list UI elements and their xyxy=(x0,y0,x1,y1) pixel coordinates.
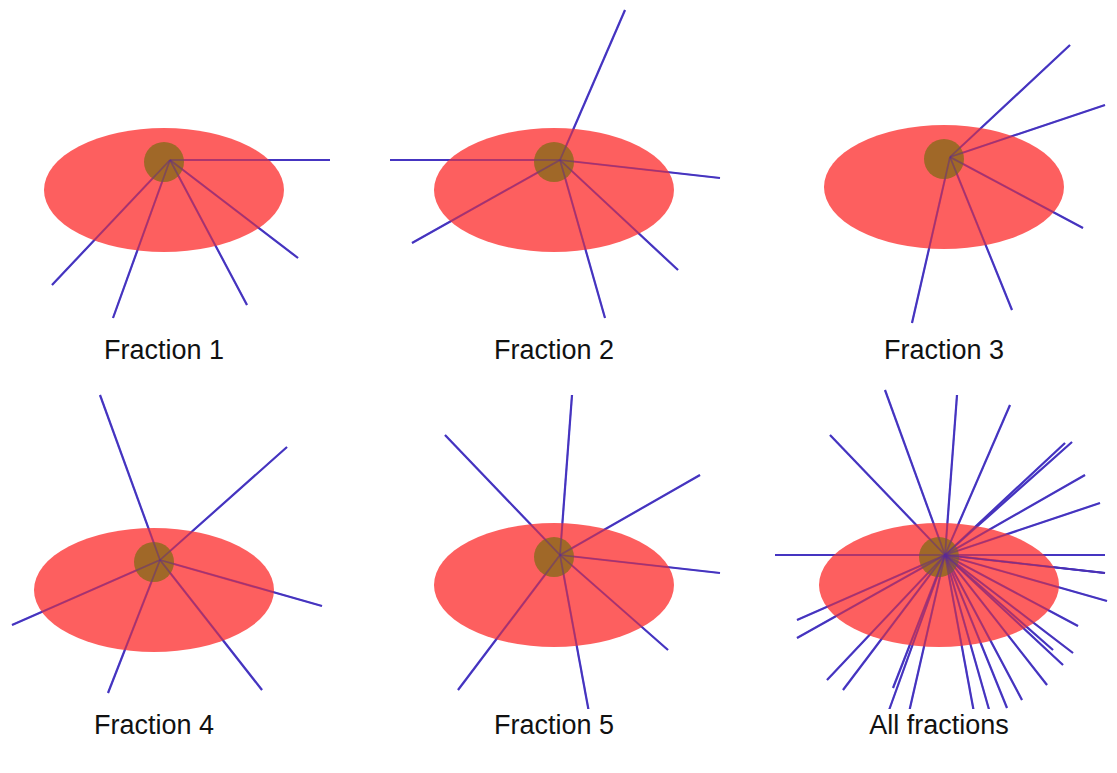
beam-line xyxy=(827,555,945,680)
beam-line xyxy=(412,160,560,243)
beam-line xyxy=(912,157,950,323)
beam-line xyxy=(560,160,678,270)
beam-line xyxy=(170,159,330,161)
beam-line xyxy=(950,157,1012,310)
beam-line xyxy=(390,159,560,161)
beam-line xyxy=(390,159,560,161)
beam-line xyxy=(560,555,590,718)
beam-line xyxy=(797,555,945,620)
beam-line xyxy=(945,554,1105,556)
beam-line xyxy=(560,475,700,555)
beam-line xyxy=(560,395,572,555)
fraction-label: Fraction 1 xyxy=(100,334,228,366)
beam-line xyxy=(560,555,668,650)
body-ellipse xyxy=(44,128,284,252)
beam-line xyxy=(945,555,990,713)
beam-line xyxy=(945,555,1047,685)
fraction-panel xyxy=(44,128,330,318)
beam-line xyxy=(160,560,262,690)
beam-line xyxy=(945,555,1107,601)
target-circle xyxy=(534,142,574,182)
beam-line xyxy=(560,160,605,318)
target-circle xyxy=(924,139,964,179)
beam-line xyxy=(950,45,1070,157)
fraction-label: Fraction 5 xyxy=(490,709,618,741)
fraction-label: Fraction 4 xyxy=(90,709,218,741)
beam-line xyxy=(945,555,1007,708)
beam-line xyxy=(945,555,1078,626)
beam-line xyxy=(170,160,247,305)
beam-line xyxy=(170,160,298,258)
beam-line xyxy=(160,447,287,560)
beam-line xyxy=(945,555,1105,573)
beam-line xyxy=(775,554,945,556)
fraction-panel xyxy=(824,45,1105,323)
fraction-label: All fractions xyxy=(865,709,1013,741)
fraction-panel xyxy=(12,395,322,693)
beam-line xyxy=(885,390,945,555)
fraction-label: Fraction 2 xyxy=(490,334,618,366)
beam-line xyxy=(830,435,945,555)
beam-line xyxy=(945,555,1053,650)
beam-line xyxy=(560,555,720,573)
beam-line xyxy=(160,560,322,606)
beam-line xyxy=(945,395,957,555)
beam-line xyxy=(560,160,720,178)
beam-line xyxy=(945,555,1105,573)
beam-line xyxy=(560,10,625,160)
beam-line xyxy=(945,554,1105,556)
target-circle xyxy=(534,537,574,577)
beam-line xyxy=(888,555,945,713)
fraction-panel xyxy=(390,10,720,318)
beam-line xyxy=(113,160,170,318)
beam-line xyxy=(170,159,330,161)
fraction-label: Fraction 3 xyxy=(880,334,1008,366)
beam-line xyxy=(950,157,1083,228)
beam-line xyxy=(843,555,945,690)
body-ellipse xyxy=(824,125,1064,249)
body-ellipse xyxy=(34,528,274,652)
fraction-panel xyxy=(434,395,720,718)
beam-line xyxy=(458,555,560,690)
beam-line xyxy=(445,435,560,555)
beam-line xyxy=(945,555,975,718)
body-ellipse xyxy=(434,523,674,647)
beam-line xyxy=(12,560,160,625)
beam-line xyxy=(945,555,1022,700)
fraction-panel xyxy=(775,390,1107,721)
beam-line xyxy=(797,555,945,638)
beam-line xyxy=(945,475,1085,555)
beam-line xyxy=(775,554,945,556)
beam-line xyxy=(945,442,1072,555)
beam-line xyxy=(52,160,170,285)
beam-line xyxy=(950,105,1105,157)
beam-line xyxy=(100,395,160,560)
